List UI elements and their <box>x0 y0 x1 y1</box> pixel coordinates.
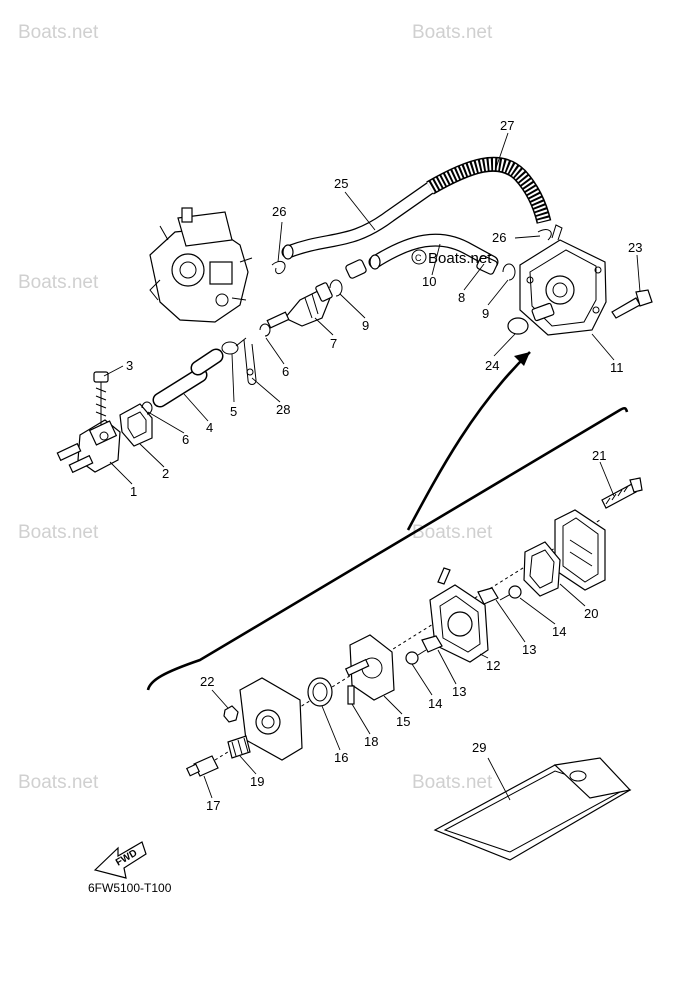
fuel-pump-11 <box>519 224 607 336</box>
callout-2: 2 <box>162 466 169 481</box>
callout-25: 25 <box>334 176 348 191</box>
pin-18 <box>347 685 355 705</box>
callout-3: 3 <box>126 358 133 373</box>
diaphragm-gasket-20 <box>523 541 561 597</box>
callout-27: 27 <box>500 118 514 133</box>
fuel-hose-10 <box>368 233 499 270</box>
clip-6-upper <box>259 323 271 337</box>
clamp-5 <box>221 337 247 355</box>
pump-cover-lower <box>239 677 303 761</box>
callout-9: 9 <box>362 318 369 333</box>
callout-23: 23 <box>628 240 642 255</box>
nut-22 <box>223 705 239 723</box>
gasket-2 <box>119 403 153 447</box>
arrow-head <box>514 352 530 366</box>
watermark-text: Boats.net <box>18 22 99 43</box>
arrow-to-pump <box>406 351 531 531</box>
callout-15: 15 <box>396 714 410 729</box>
callout-28: 28 <box>276 402 290 417</box>
callout-13: 13 <box>452 684 466 699</box>
bolt-23 <box>611 289 653 319</box>
callout-1: 1 <box>130 484 137 499</box>
hose-clips <box>329 255 516 297</box>
callout-13: 13 <box>522 642 536 657</box>
callout-22: 22 <box>200 674 214 689</box>
callout-9: 9 <box>482 306 489 321</box>
callout-7: 7 <box>330 336 337 351</box>
carburetor-illustration <box>149 207 253 323</box>
valves-13-14 <box>405 585 522 665</box>
watermark-layer: Boats.net Boats.net Boats.net Boats.net … <box>18 22 493 793</box>
hose-4 <box>152 348 224 408</box>
valve-17 <box>185 755 219 777</box>
callout-17: 17 <box>206 798 220 813</box>
fwd-direction-arrow: FWD <box>93 841 147 879</box>
corrugated-hose-27 <box>426 156 552 224</box>
pump-body-12 <box>429 567 489 663</box>
svg-text:C: C <box>415 253 422 263</box>
watermark-text: Boats.net <box>412 522 493 543</box>
inline-watermark-text: Boats.net <box>428 250 492 267</box>
diaphragm-15 <box>344 634 395 701</box>
callout-24: 24 <box>485 358 499 373</box>
clip-26-pump <box>537 229 552 241</box>
bolt-3 <box>93 371 109 425</box>
callout-6: 6 <box>282 364 289 379</box>
callout-21: 21 <box>592 448 606 463</box>
callout-10: 10 <box>422 274 436 289</box>
diagram-code: 6FW5100-T100 <box>88 881 172 895</box>
joint-1 <box>56 419 121 474</box>
o-ring-24 <box>507 317 529 335</box>
callout-6: 6 <box>182 432 189 447</box>
callout-12: 12 <box>486 658 500 673</box>
callout-18: 18 <box>364 734 378 749</box>
callout-14: 14 <box>428 696 442 711</box>
callout-8: 8 <box>458 290 465 305</box>
callout-11: 11 <box>610 360 624 375</box>
clip-26 <box>271 260 286 275</box>
owners-manual-29 <box>433 757 632 861</box>
watermark-text: Boats.net <box>18 772 99 793</box>
watermark-text: Boats.net <box>18 522 99 543</box>
spring-16 <box>307 677 333 707</box>
leader-lines <box>103 132 641 801</box>
watermark-text: Boats.net <box>18 272 99 293</box>
callout-29: 29 <box>472 740 486 755</box>
watermark-text: Boats.net <box>412 22 493 43</box>
callout-4: 4 <box>206 420 213 435</box>
spring-19 <box>227 735 251 759</box>
callout-numbers: 25 27 26 26 23 10 8 9 9 7 24 11 3 1 2 6 … <box>126 118 642 813</box>
callout-5: 5 <box>230 404 237 419</box>
callout-16: 16 <box>334 750 348 765</box>
callout-19: 19 <box>250 774 264 789</box>
watermark-text: Boats.net <box>412 772 493 793</box>
inline-watermark: C Boats.net <box>411 249 492 267</box>
cover-20-21 <box>554 477 643 591</box>
strap-28 <box>243 339 257 385</box>
callout-20: 20 <box>584 606 598 621</box>
section-divider-line <box>146 406 629 691</box>
fuel-hose-25 <box>281 181 437 260</box>
callout-26: 26 <box>272 204 286 219</box>
callout-26: 26 <box>492 230 506 245</box>
callout-14: 14 <box>552 624 566 639</box>
fuel-filter-7 <box>266 282 333 329</box>
